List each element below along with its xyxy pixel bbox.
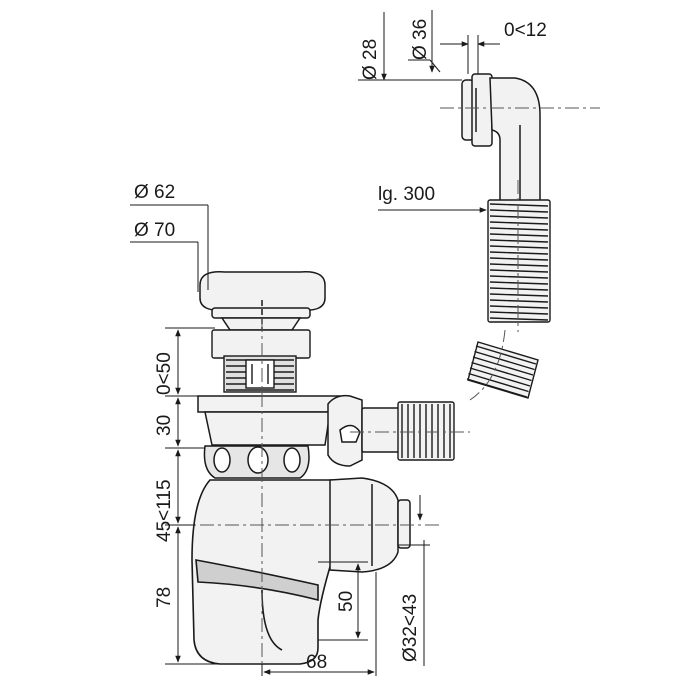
corrugation-rib [489,281,549,285]
hose-center-line [469,329,506,401]
corrugation-rib [489,317,549,321]
corrugation-rib [489,245,549,249]
dim-height-50: 50 [336,591,357,612]
corrugation-rib [472,356,534,376]
corrugation-rib [468,372,529,393]
corrugation-rib [469,367,531,387]
corrugation-rib [489,209,549,213]
center-lines [175,107,600,670]
corrugation-rib [471,361,532,382]
corrugation-rib [489,251,549,255]
corrugated-hose-lower [466,341,539,399]
dim-width-68: 68 [306,652,327,673]
strainer-cap [199,271,326,331]
corrugation-rib [489,233,549,237]
side-outlet-hose [397,401,455,461]
overflow-collar [471,73,493,147]
dim-diameter-70: Ø 70 [134,220,175,241]
dim-height-45-115: 45<115 [154,479,175,542]
corrugation-rib [489,305,549,309]
corrugation-rib [489,311,549,315]
corrugation-rib [489,227,549,231]
dim-height-30: 30 [154,415,175,436]
corrugation-rib [489,275,549,279]
corrugation-rib [489,293,549,297]
corrugation-rib [489,239,549,243]
overflow-elbow [461,73,541,206]
dimension-lines [130,10,500,676]
dim-diameter-62: Ø 62 [134,182,175,203]
corrugation-rib [489,287,549,291]
corrugated-hose-upper [487,199,551,323]
dim-diameter-28: Ø 28 [360,39,381,80]
corrugation-rib [489,203,549,207]
corrugation-rib [474,350,535,371]
corrugation-rib [489,299,549,303]
corrugation-rib [475,345,537,365]
corrugation-rib [489,257,549,261]
corrugation-rib [466,378,528,398]
dim-height-78: 78 [154,587,175,608]
corrugation-rib [489,215,549,219]
overflow-pipe-bend [489,77,541,206]
dim-diameter-36: Ø 36 [410,19,431,60]
corrugation-rib [489,263,549,267]
dim-height-0-50: 0<50 [154,352,175,395]
siphon-upper-body [197,395,341,479]
dim-diameter-32-43: Ø32<43 [400,594,421,662]
dim-offset-0-12: 0<12 [504,20,547,41]
dim-length-300: lg. 300 [378,184,435,205]
side-outlet-nut [327,394,401,467]
threaded-stem [211,329,311,393]
corrugation-rib [489,221,549,225]
siphon-bottle [191,479,337,665]
corrugation-rib [489,269,549,273]
